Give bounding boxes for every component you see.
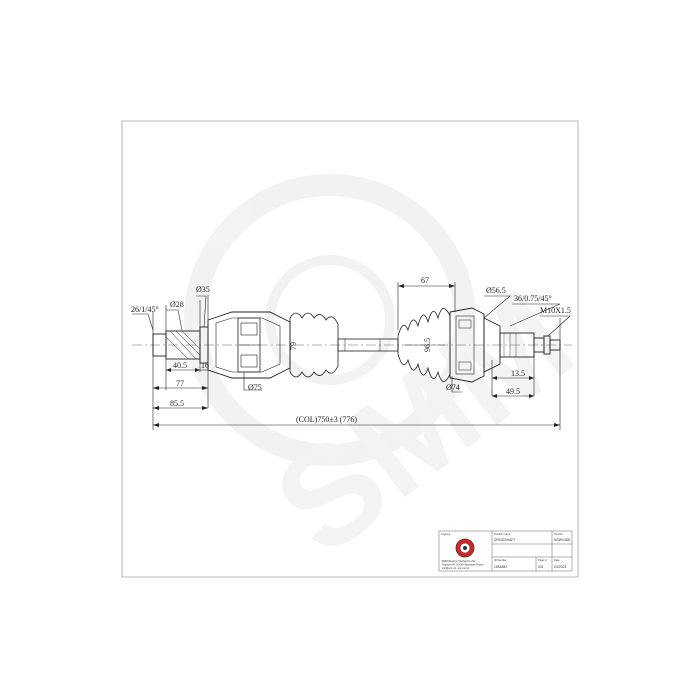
- dim-d28: Ø28: [170, 300, 184, 309]
- dim-d75: Ø75: [248, 383, 262, 392]
- tb-page-header: Page nr: [538, 558, 547, 562]
- dim-m10: M10X1.5: [540, 306, 571, 315]
- tb-company-line-3: info@smm.pl, smm.nrs.pl: [442, 567, 469, 570]
- dim-16: 16: [201, 361, 209, 370]
- dim-d35: Ø35: [196, 285, 210, 294]
- tb-symbol: NSWV388: [554, 538, 570, 542]
- tb-logo-header: Logotyp: [441, 532, 451, 536]
- dim-49-5: 49.5: [506, 387, 520, 396]
- driveshaft-outline: [152, 307, 561, 383]
- dim-spline: 36/0.75/45°: [514, 294, 552, 303]
- dim-79: 79: [289, 342, 298, 350]
- dim-77: 77: [176, 379, 184, 388]
- dim-d74: Ø74: [446, 383, 460, 392]
- tb-id-header: ID Number: [494, 558, 507, 562]
- dimension-lines: [132, 282, 571, 430]
- tb-company-line-1: SMM-Węgrzyn Mechanizm Zał.: [442, 560, 476, 563]
- title-block-text: Logotyp Product name Symbol DRIVESHAFT N…: [441, 532, 570, 570]
- dim-40-5: 40.5: [173, 361, 187, 370]
- dim-total-length: (COL)750±3 (776): [296, 415, 357, 424]
- tb-symbol-header: Symbol: [554, 532, 563, 536]
- dim-85-5: 85.5: [170, 399, 184, 408]
- sheet-frame: [121, 120, 579, 578]
- dim-d56-5: Ø56.5: [486, 286, 506, 295]
- company-logo: [455, 538, 475, 558]
- tb-product-name: DRIVESHAFT: [494, 538, 515, 542]
- dim-thread-chamfer: 26/1/45°: [131, 305, 159, 314]
- dim-67: 67: [421, 276, 429, 285]
- tb-company-line-2: Pogodna 46, 00-669 Warszawa Poland: [442, 564, 484, 567]
- title-block: [438, 530, 573, 572]
- tb-date-header: Date: [554, 558, 560, 562]
- dim-96-5: 96.5: [423, 338, 432, 352]
- tb-page-number: 001: [538, 565, 544, 569]
- tb-product-header: Product name: [494, 532, 511, 536]
- dimension-arrows: [153, 284, 560, 427]
- dimension-labels: 26/1/45° Ø28 Ø35 40.5 16 77 85.5 Ø75 79 …: [131, 276, 571, 424]
- tb-id-number: 1654882: [494, 565, 507, 569]
- tb-date: 03/2023: [554, 565, 566, 569]
- dim-13-5: 13.5: [511, 369, 525, 378]
